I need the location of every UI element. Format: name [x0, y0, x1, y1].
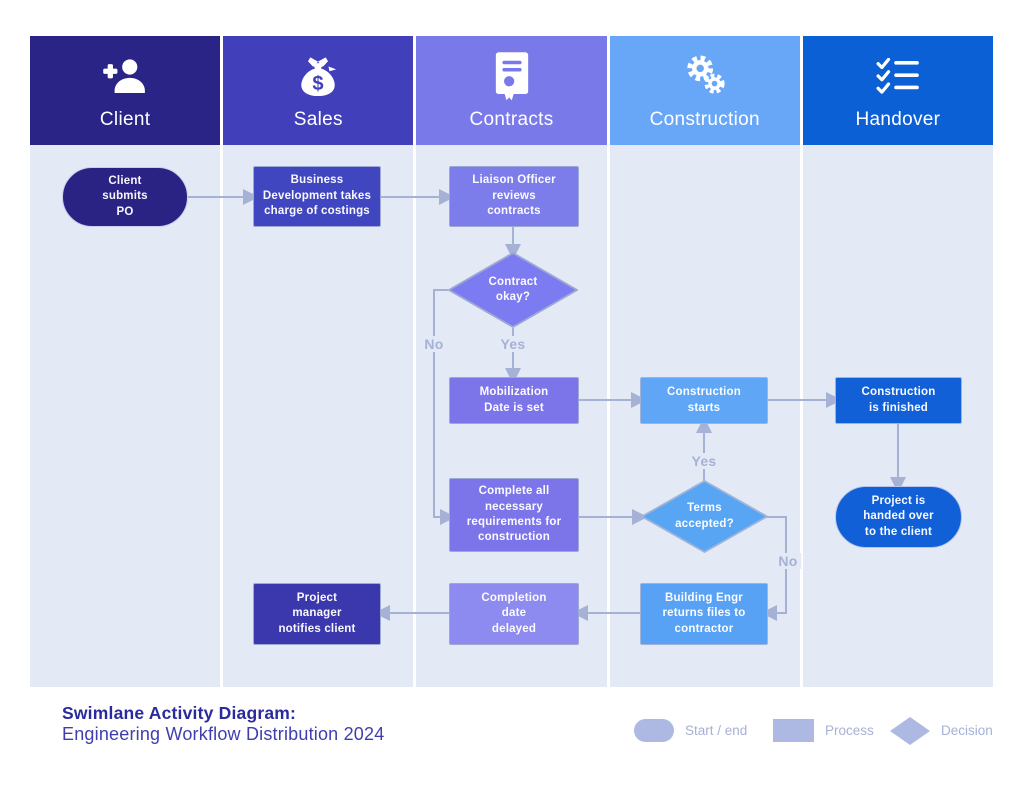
lane-header-construction: Construction [609, 36, 800, 145]
lane-header-contracts: Contracts [416, 36, 607, 145]
lane-handover: Handover [802, 36, 994, 687]
lane-title-construction: Construction [649, 108, 760, 130]
legend-label: Process [825, 723, 874, 738]
node-label: Complete all necessary requirements for … [466, 485, 562, 544]
certificate-icon [493, 51, 531, 101]
node-label: Terms accepted? [675, 502, 734, 530]
gears-icon [682, 51, 728, 101]
legend-label: Start / end [685, 723, 748, 738]
legend-item-diamond: Decision [890, 716, 993, 745]
node-construction-finished: Construction is finished [835, 377, 962, 424]
lane-client: Client [30, 36, 221, 687]
lane-title-sales: Sales [293, 108, 343, 130]
legend-pill-shape [634, 719, 674, 742]
node-label: Project manager notifies client [278, 591, 356, 635]
node-label: Liaison Officer reviews contracts [472, 174, 556, 218]
lane-header-sales: $ Sales [223, 36, 414, 145]
legend-rect-shape [773, 719, 814, 742]
node-business-development: Business Development takes charge of cos… [253, 166, 381, 227]
money-bag-icon: $ [297, 51, 339, 101]
svg-text:$: $ [313, 72, 324, 94]
node-completion-date-delayed: Completion date delayed [449, 583, 579, 645]
lane-header-client: Client [30, 36, 221, 145]
node-terms-accepted: Terms accepted? [641, 480, 768, 553]
node-contract-okay: Contract okay? [448, 252, 578, 328]
node-client-submits-po: Client submits PO [62, 167, 188, 227]
node-label: Mobilization Date is set [479, 386, 549, 414]
node-label: Client submits PO [102, 174, 148, 218]
checklist-icon [876, 51, 920, 101]
person-add-icon [103, 51, 147, 101]
lanes: Client $ Sales Contracts Co [30, 36, 994, 687]
legend-label: Decision [941, 723, 993, 738]
lane-title-client: Client [99, 108, 151, 130]
decision-diamond-shape [641, 480, 768, 553]
node-project-handed-over: Project is handed over to the client [835, 486, 962, 548]
node-building-engr-returns: Building Engr returns files to contracto… [640, 583, 768, 645]
node-liaison-officer: Liaison Officer reviews contracts [449, 166, 579, 227]
contract-no-label: No [420, 336, 448, 352]
node-mobilization-date: Mobilization Date is set [449, 377, 579, 424]
node-project-manager-notifies: Project manager notifies client [253, 583, 381, 645]
lane-title-contracts: Contracts [469, 108, 554, 130]
node-label: Construction starts [667, 386, 741, 414]
lane-header-handover: Handover [802, 36, 994, 145]
node-label: Construction is finished [861, 386, 936, 414]
decision-diamond-shape [448, 252, 578, 328]
node-label: Building Engr returns files to contracto… [662, 591, 746, 635]
legend-item-rect: Process [773, 716, 874, 745]
node-label: Completion date delayed [481, 591, 547, 635]
terms-yes-label: Yes [687, 453, 721, 469]
diagram-title: Swimlane Activity Diagram: [62, 703, 297, 723]
node-construction-starts: Construction starts [640, 377, 768, 424]
diagram-subtitle: Engineering Workflow Distribution 2024 [62, 724, 385, 744]
legend-item-pill: Start / end [634, 716, 747, 745]
lane-title-handover: Handover [855, 108, 941, 130]
node-label: Project is handed over to the client [863, 494, 934, 538]
lane-body-client [30, 145, 221, 687]
terms-no-label: No [774, 553, 802, 569]
contract-yes-label: Yes [496, 336, 530, 352]
node-complete-requirements: Complete all necessary requirements for … [449, 478, 579, 552]
node-label: Contract okay? [488, 275, 538, 303]
legend-diamond-shape [890, 716, 930, 745]
node-label: Business Development takes charge of cos… [262, 174, 372, 218]
